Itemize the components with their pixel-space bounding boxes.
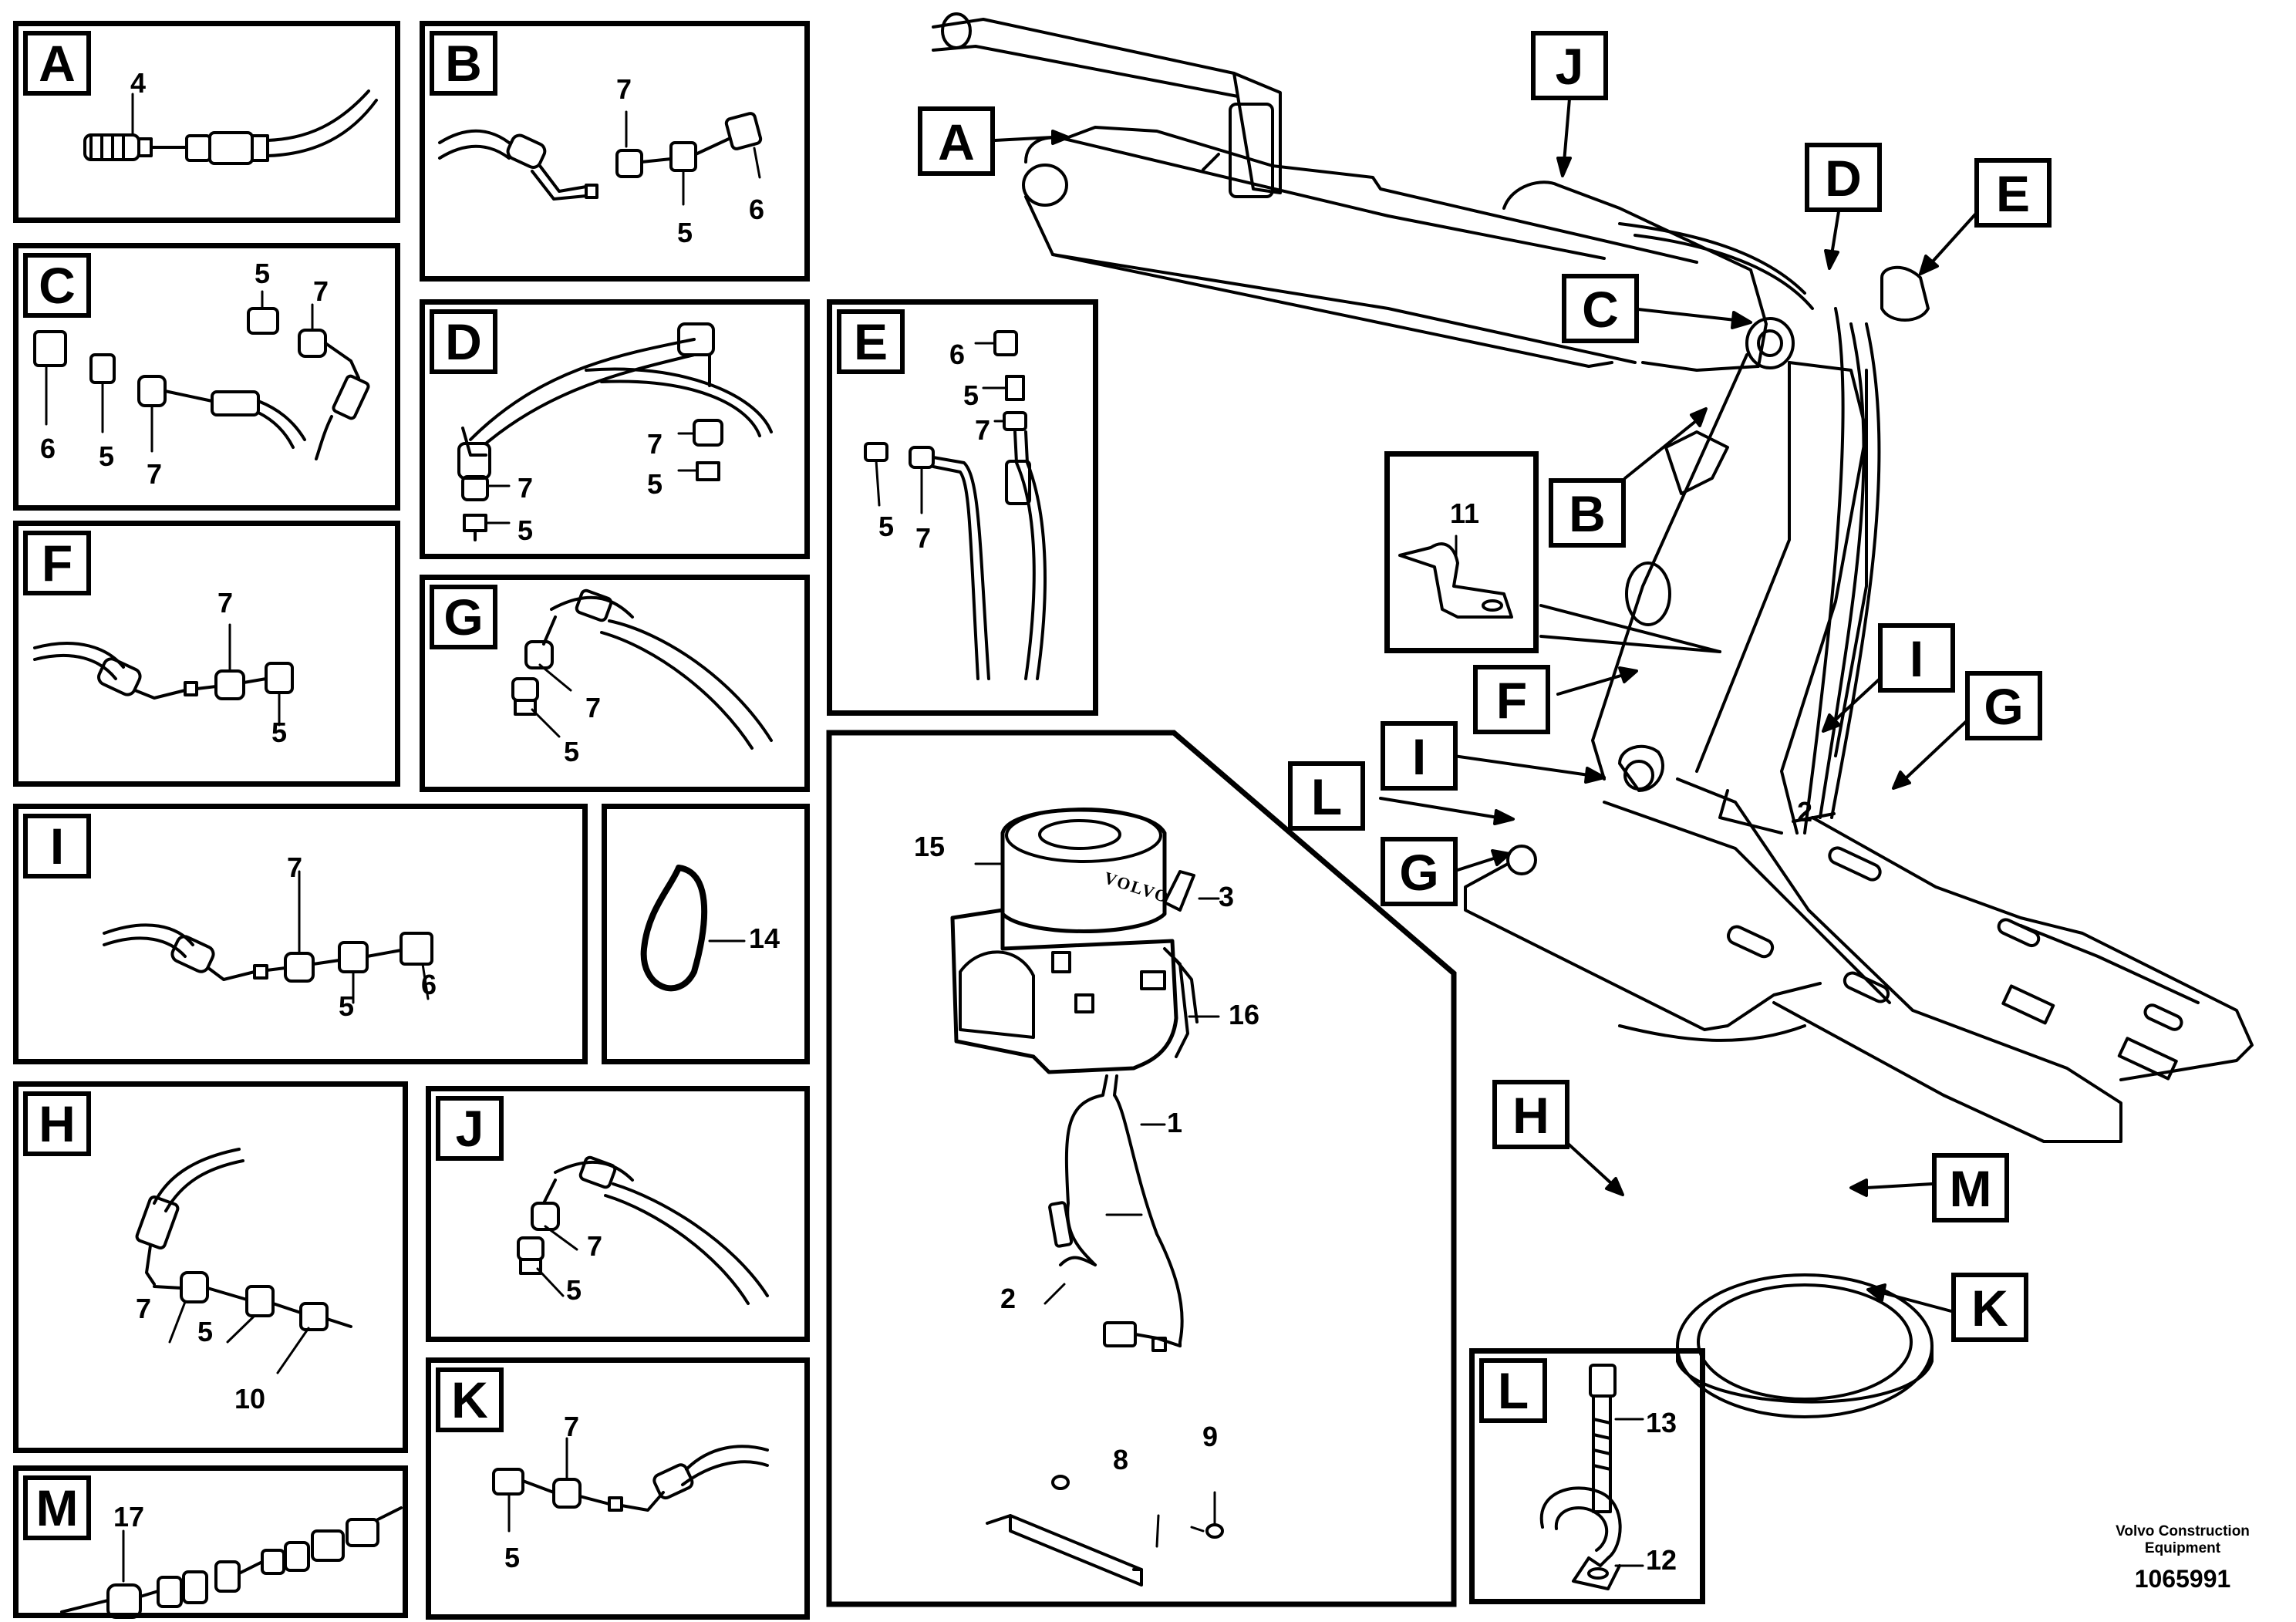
part-label: 9 [1202,1421,1219,1452]
part-label: 2 [1797,796,1813,828]
callout-d: D [1805,143,1882,212]
part-label: 6 [749,194,765,225]
publisher-block: Volvo Construction Equipment 1065991 [2082,1523,2283,1593]
part-label: 6 [40,433,56,464]
panel-f: F 7 5 [13,521,400,787]
part-label: 5 [504,1542,521,1573]
part-label: 5 [566,1274,582,1306]
panel-k: K 7 5 [426,1357,810,1620]
part-label: 7 [975,414,991,446]
panel-letter: F [23,531,91,595]
part-label: 5 [878,511,895,542]
part-label: 5 [647,468,663,500]
panel-d: D 7 5 7 5 [420,299,810,559]
part-label: 5 [518,514,534,546]
part-label: 5 [564,736,580,767]
panel-i: I 7 5 6 [13,804,588,1064]
panel-letter: G [430,585,497,649]
panel-letter: C [23,253,91,318]
callout-j: J [1531,31,1608,100]
part-label: 7 [147,458,163,490]
panel-letter: K [436,1367,504,1432]
callout-c: C [1562,274,1639,343]
panel-cable-tie: 14 [602,804,810,1064]
part-label: 8 [1113,1444,1129,1475]
panel-h: H 7 5 10 [13,1081,408,1453]
panel-lube-pump: 15 3 16 1 2 8 9 VOLVO [829,733,1454,1604]
callout-g-left: G [1381,837,1458,906]
part-label: 6 [421,969,437,1000]
part-label: 16 [1229,999,1260,1030]
part-label: 7 [616,73,632,105]
part-label: 1 [1167,1107,1183,1138]
part-label: 15 [914,831,946,862]
callout-m: M [1932,1153,2009,1222]
callout-k: K [1951,1273,2028,1342]
part-label: 7 [585,692,602,723]
panel-bracket: 11 [1384,451,1539,653]
part-label: 5 [99,440,115,472]
callout-i-upper: I [1878,623,1955,693]
panel-a: A 4 [13,21,400,223]
callout-i-lower: I [1381,721,1458,791]
part-label: 7 [313,275,329,307]
part-label: 6 [949,339,966,370]
part-label: 5 [677,217,693,248]
part-label: 5 [197,1316,214,1347]
panel-e: E 6 5 7 5 7 [827,299,1098,716]
part-label: 4 [130,67,147,99]
panel-letter: M [23,1475,91,1540]
panel-letter: J [436,1096,504,1161]
panel-letter: L [1479,1358,1547,1423]
part-label: 3 [1219,881,1235,912]
part-label: 7 [136,1293,152,1324]
part-label: 5 [271,717,288,748]
panel-b: B 7 5 6 [420,21,810,282]
part-label: 7 [287,851,303,883]
part-label: 12 [1646,1544,1677,1576]
part-label: 7 [217,587,234,619]
panel-letter: A [23,31,91,96]
panel-letter: H [23,1091,91,1156]
callout-a: A [918,106,995,176]
panel-letter: B [430,31,497,96]
callout-l: L [1288,761,1365,831]
panel-m: M 17 [13,1465,408,1618]
panel-letter: E [837,309,905,374]
document-number: 1065991 [2134,1565,2231,1593]
panel-letter: I [23,814,91,878]
publisher-line-1: Volvo Construction [2116,1523,2250,1539]
callout-b: B [1549,478,1626,548]
panel-c: C 5 7 6 5 7 [13,243,400,511]
panel-g: G 7 5 [420,575,810,792]
callout-h: H [1492,1080,1569,1149]
panel-l: L 13 12 [1469,1348,1705,1604]
brand-text: VOLVO [1101,868,1172,907]
part-label: 7 [587,1230,603,1262]
callout-g-right: G [1965,671,2042,740]
part-label: 7 [915,522,932,554]
part-label: 14 [749,922,781,954]
part-label: 7 [647,428,663,460]
part-label: 5 [963,379,979,411]
callout-e: E [1974,158,2052,228]
part-label: 13 [1646,1407,1677,1438]
publisher-line-2: Equipment [2144,1540,2221,1556]
part-label: 17 [113,1501,145,1533]
panel-letter: D [430,309,497,374]
part-label: 2 [1000,1283,1017,1314]
part-label: 11 [1450,497,1480,529]
part-label: 7 [518,472,534,504]
part-label: 7 [564,1411,580,1442]
panel-j: J 7 5 [426,1086,810,1342]
part-label: 10 [234,1383,266,1415]
part-label: 5 [339,990,355,1022]
part-label: 5 [255,258,271,289]
callout-f: F [1473,665,1550,734]
